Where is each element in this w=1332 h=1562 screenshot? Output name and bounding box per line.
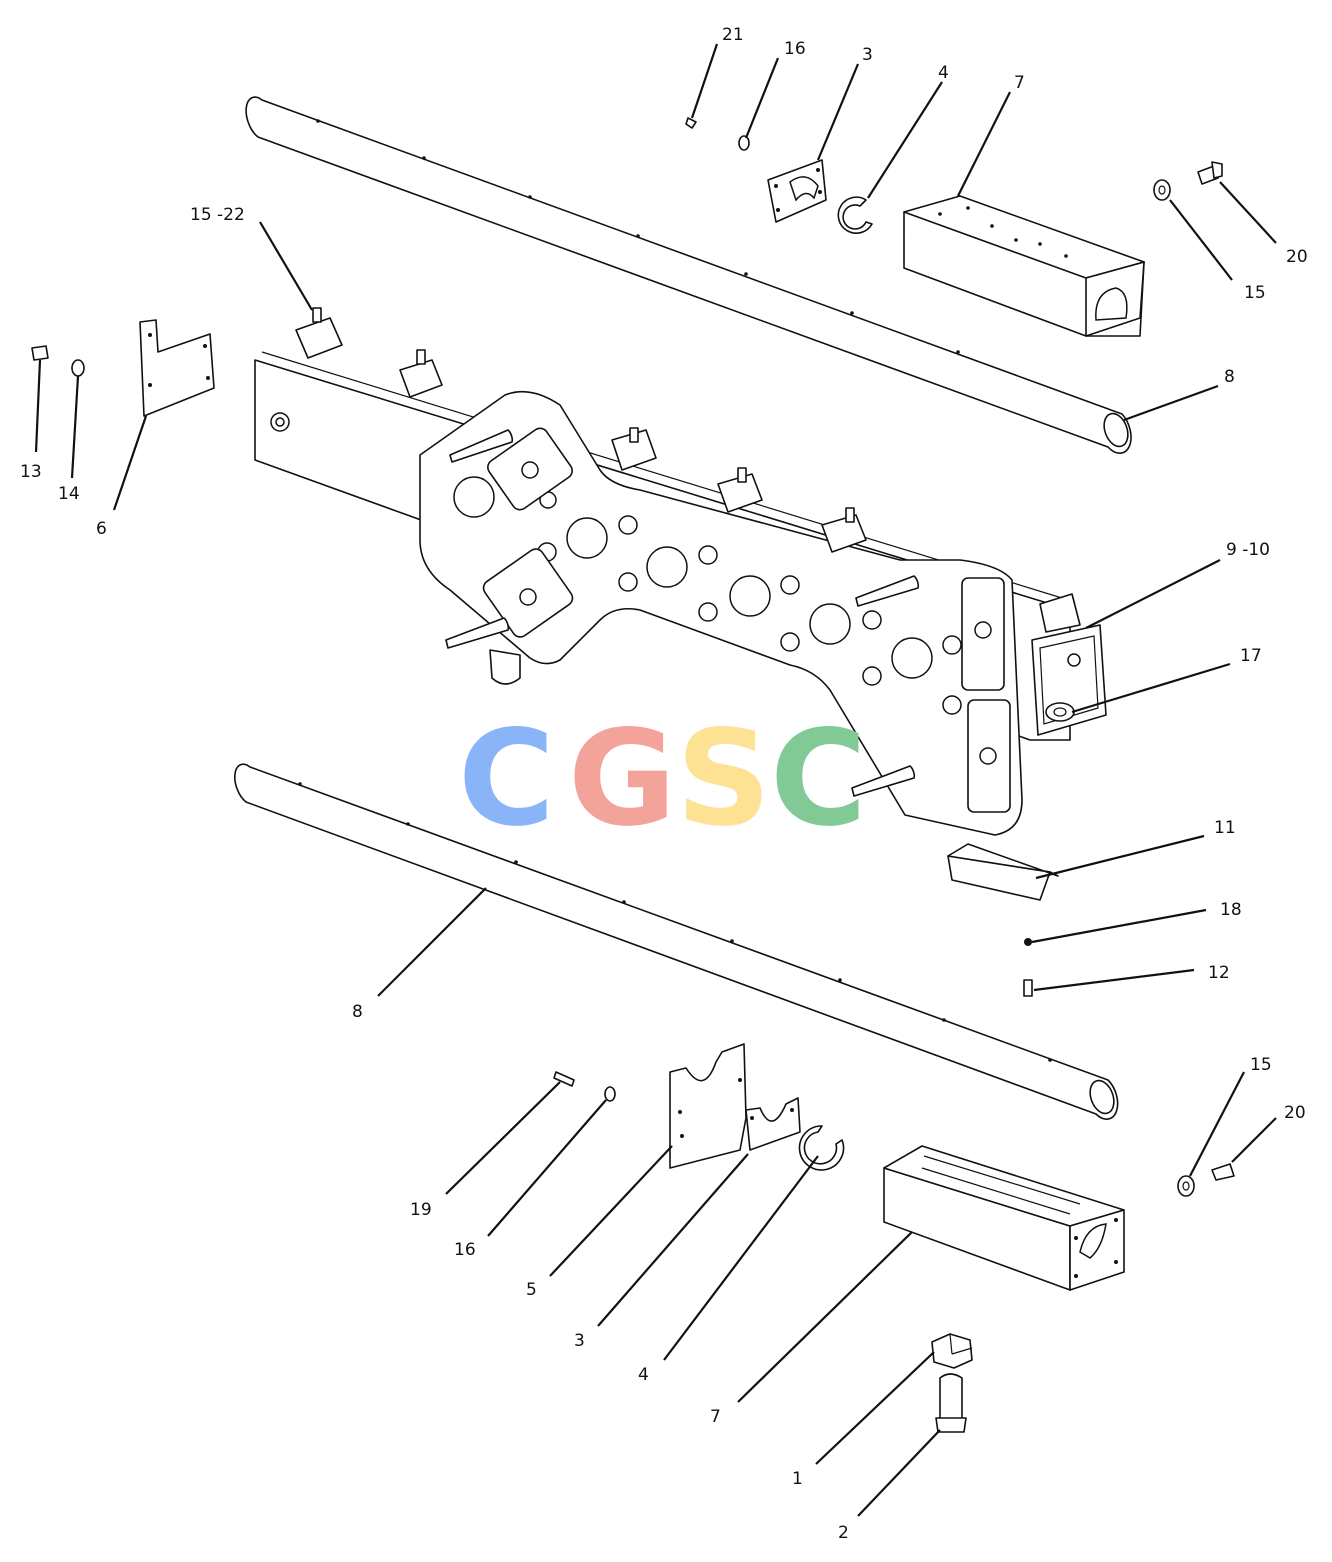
left-bolt-13 xyxy=(31,345,49,361)
top-bolt-20 xyxy=(1197,161,1223,185)
bolt-20-bottom xyxy=(1211,1163,1235,1181)
callout-2: 2 xyxy=(838,1523,849,1543)
lower-shaft xyxy=(233,763,1119,1120)
watermark-letter-c2: C xyxy=(770,702,867,856)
washer-15-bottom xyxy=(1177,1175,1195,1197)
callout-4-bottom: 4 xyxy=(638,1365,649,1385)
top-washer-15 xyxy=(1153,179,1171,201)
watermark-letter-g: G xyxy=(568,702,676,856)
callout-9-10: 9 -10 xyxy=(1226,540,1270,560)
watermark: C G S C xyxy=(458,702,867,856)
callout-11: 11 xyxy=(1214,818,1236,838)
main-frame xyxy=(254,307,1107,836)
upper-shaft xyxy=(245,96,1132,454)
callout-15-22: 15 -22 xyxy=(190,205,245,225)
callout-16-bottom: 16 xyxy=(454,1240,476,1260)
top-clip-4 xyxy=(837,196,873,234)
callout-7-top: 7 xyxy=(1014,73,1025,93)
callout-4-top: 4 xyxy=(938,63,949,83)
callout-19: 19 xyxy=(410,1200,432,1220)
left-bracket-6 xyxy=(139,319,215,417)
callout-6: 6 xyxy=(96,519,107,539)
callout-13: 13 xyxy=(20,462,42,482)
top-washer-16 xyxy=(738,135,750,151)
plate-3-bottom xyxy=(745,1097,801,1151)
washer-16-bottom xyxy=(604,1086,616,1102)
callout-3-top: 3 xyxy=(862,45,873,65)
screw-12 xyxy=(1023,979,1033,997)
callout-18: 18 xyxy=(1220,900,1242,920)
channel-11 xyxy=(947,843,1059,901)
pin-19 xyxy=(553,1071,575,1087)
watermark-letter-s: S xyxy=(676,702,771,856)
callout-15-bottom: 15 xyxy=(1250,1055,1272,1075)
watermark-letter-c1: C xyxy=(458,702,555,856)
top-plate-3 xyxy=(767,159,827,223)
callout-8-top: 8 xyxy=(1224,367,1235,387)
bearing-block-7-bottom xyxy=(883,1145,1125,1291)
callout-3-bottom: 3 xyxy=(574,1331,585,1351)
callout-1: 1 xyxy=(792,1469,803,1489)
callout-7-bottom: 7 xyxy=(710,1407,721,1427)
callout-15-top: 15 xyxy=(1244,283,1266,303)
spacer-2 xyxy=(935,1373,967,1433)
top-bearing-block-7 xyxy=(903,195,1145,337)
callout-labels: 21 16 3 4 7 20 15 15 -22 8 13 14 6 9 -10… xyxy=(20,25,1308,1543)
callout-5: 5 xyxy=(526,1280,537,1300)
plate-5 xyxy=(669,1043,747,1169)
callout-21: 21 xyxy=(722,25,744,45)
callout-8-bottom: 8 xyxy=(352,1002,363,1022)
callout-16-top: 16 xyxy=(784,39,806,59)
mount-pads xyxy=(295,307,867,553)
callout-17: 17 xyxy=(1240,646,1262,666)
top-bolt-21 xyxy=(685,117,697,129)
left-washer-14 xyxy=(71,359,85,377)
leader-lines xyxy=(34,43,1277,1517)
hex-bolt-1 xyxy=(931,1333,973,1369)
callout-12: 12 xyxy=(1208,963,1230,983)
clip-4-bottom xyxy=(798,1125,845,1171)
callout-20-bottom: 20 xyxy=(1284,1103,1306,1123)
nut-18 xyxy=(1024,938,1032,946)
callout-20-top: 20 xyxy=(1286,247,1308,267)
callout-14: 14 xyxy=(58,484,80,504)
